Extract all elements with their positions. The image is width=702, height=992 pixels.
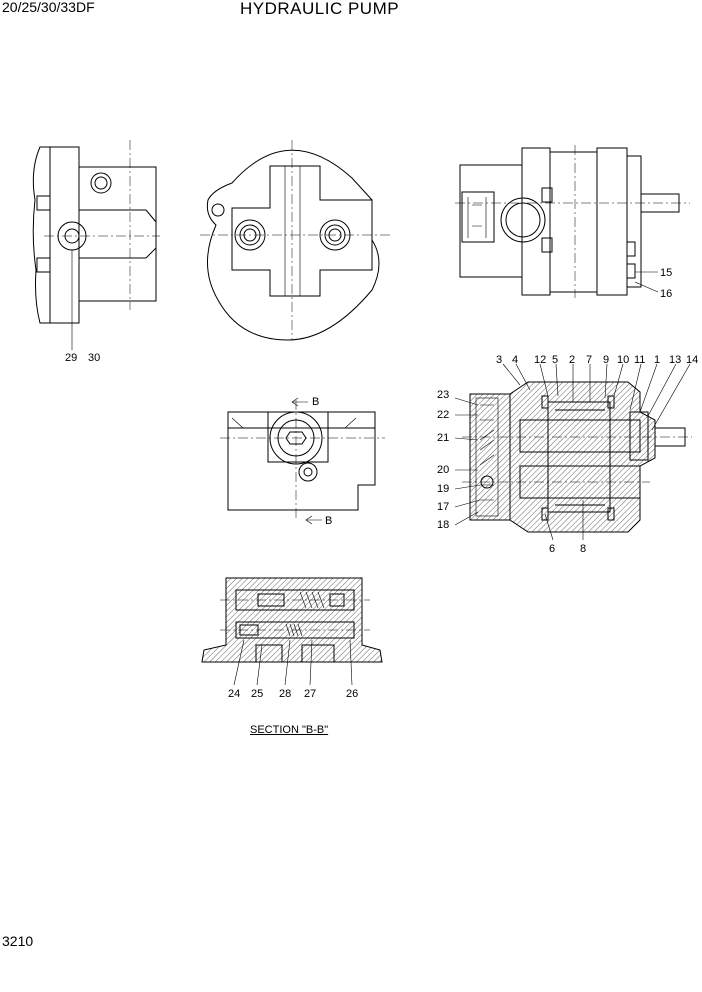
part-label: 13 [669, 354, 681, 366]
part-label: 10 [617, 354, 629, 366]
section-bb-caption: SECTION "B-B" [250, 724, 329, 736]
cross-section-view [454, 363, 692, 541]
section-mark-b-bottom: B [325, 515, 332, 527]
part-label: 16 [660, 288, 672, 300]
part-label: 30 [88, 352, 100, 364]
part-label: 29 [65, 352, 77, 364]
part-label: 17 [437, 501, 449, 513]
part-label: 11 [634, 354, 645, 366]
part-label: 23 [437, 389, 449, 401]
model-code: 20/25/30/33DF [2, 0, 95, 15]
part-label: 19 [437, 483, 449, 495]
part-label: 4 [512, 354, 518, 366]
page-title: HYDRAULIC PUMP [240, 0, 400, 18]
part-label: 21 [437, 432, 449, 444]
part-label: 14 [686, 354, 698, 366]
page-number: 3210 [2, 933, 34, 949]
side-view-labels: 29 30 [65, 352, 100, 364]
part-label: 22 [437, 409, 449, 421]
section-bb-view [201, 577, 383, 686]
part-label: 1 [654, 354, 660, 366]
part-label: 6 [549, 543, 555, 555]
part-label: 15 [660, 267, 672, 279]
part-label: 12 [534, 354, 546, 366]
part-label: 26 [346, 688, 358, 700]
part-label: 2 [569, 354, 575, 366]
section-bb-labels: 24 25 28 27 26 [228, 688, 358, 700]
part-label: 24 [228, 688, 240, 700]
part-label: 3 [496, 354, 502, 366]
cross-section-labels: 3 4 12 5 2 7 9 10 11 1 13 14 23 22 21 20… [437, 354, 698, 555]
part-label: 5 [552, 354, 558, 366]
part-label: 27 [304, 688, 316, 700]
part-label: 20 [437, 464, 449, 476]
rear-view-labels: 15 16 [660, 267, 672, 300]
top-detail-view [220, 397, 385, 525]
section-mark-b-top: B [312, 396, 319, 408]
rear-view [455, 145, 690, 298]
front-view [200, 140, 390, 341]
side-view [32, 140, 160, 350]
part-label: 9 [603, 354, 609, 366]
part-label: 25 [251, 688, 263, 700]
part-label: 18 [437, 519, 449, 531]
part-label: 28 [279, 688, 291, 700]
section-marks: B B [312, 396, 332, 527]
part-label: 7 [586, 354, 592, 366]
part-label: 8 [580, 543, 586, 555]
